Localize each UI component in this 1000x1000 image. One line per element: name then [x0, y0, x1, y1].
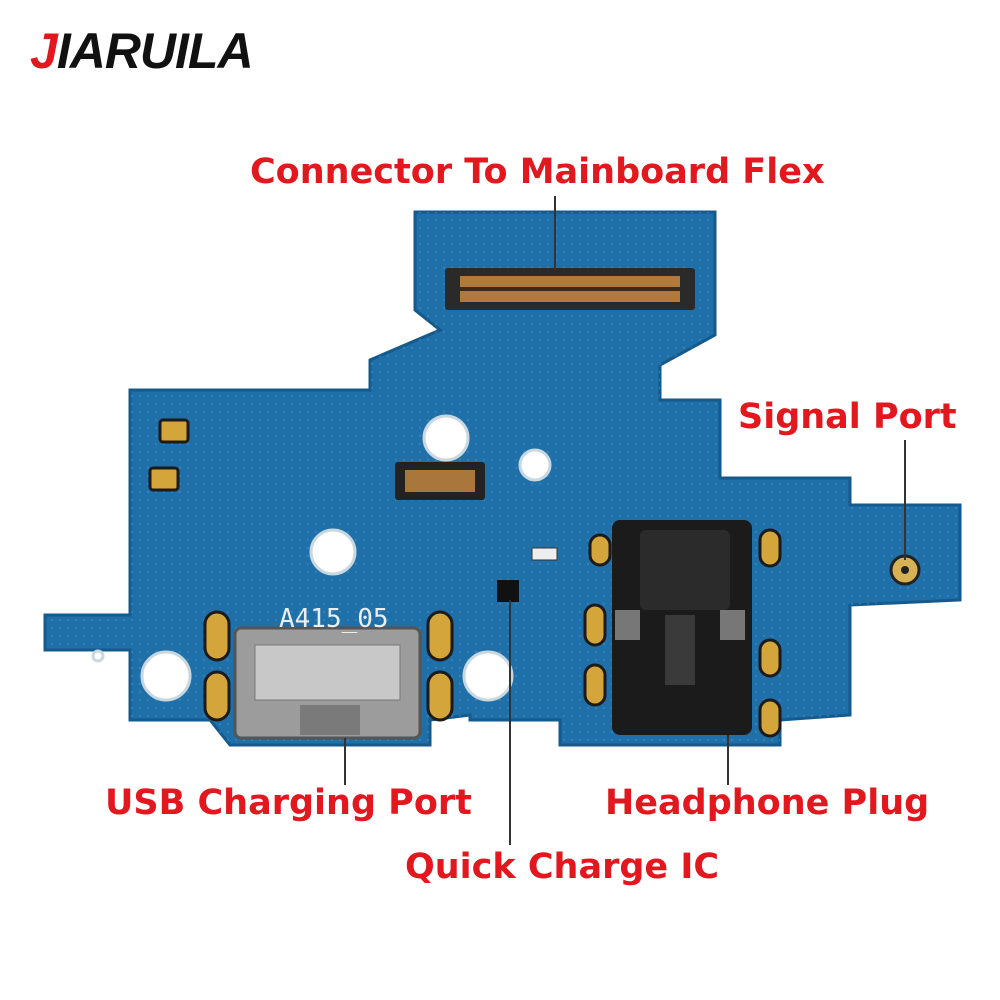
leader-lines: [344, 196, 906, 845]
mounting-holes: [91, 414, 552, 702]
quick-charge-ic: [497, 580, 519, 602]
label-usb-port: USB Charging Port: [105, 783, 472, 823]
label-quick-charge-ic: Quick Charge IC: [405, 847, 720, 887]
resistor: [531, 547, 558, 561]
brand-logo-j: J: [30, 23, 58, 79]
brand-logo-text: IARUILA: [56, 23, 254, 79]
board-marking: A415_05: [279, 604, 389, 634]
brand-logo: JIARUILA: [30, 23, 254, 79]
solder-pads: [148, 418, 782, 738]
label-connector: Connector To Mainboard Flex: [250, 152, 825, 192]
label-headphone-plug: Headphone Plug: [605, 783, 930, 823]
headphone-jack: [612, 520, 752, 735]
usb-c-port: [233, 626, 422, 740]
label-signal-port: Signal Port: [738, 397, 957, 437]
signal-port-connector: [889, 554, 921, 586]
mainboard-flex-connector: [445, 268, 695, 310]
